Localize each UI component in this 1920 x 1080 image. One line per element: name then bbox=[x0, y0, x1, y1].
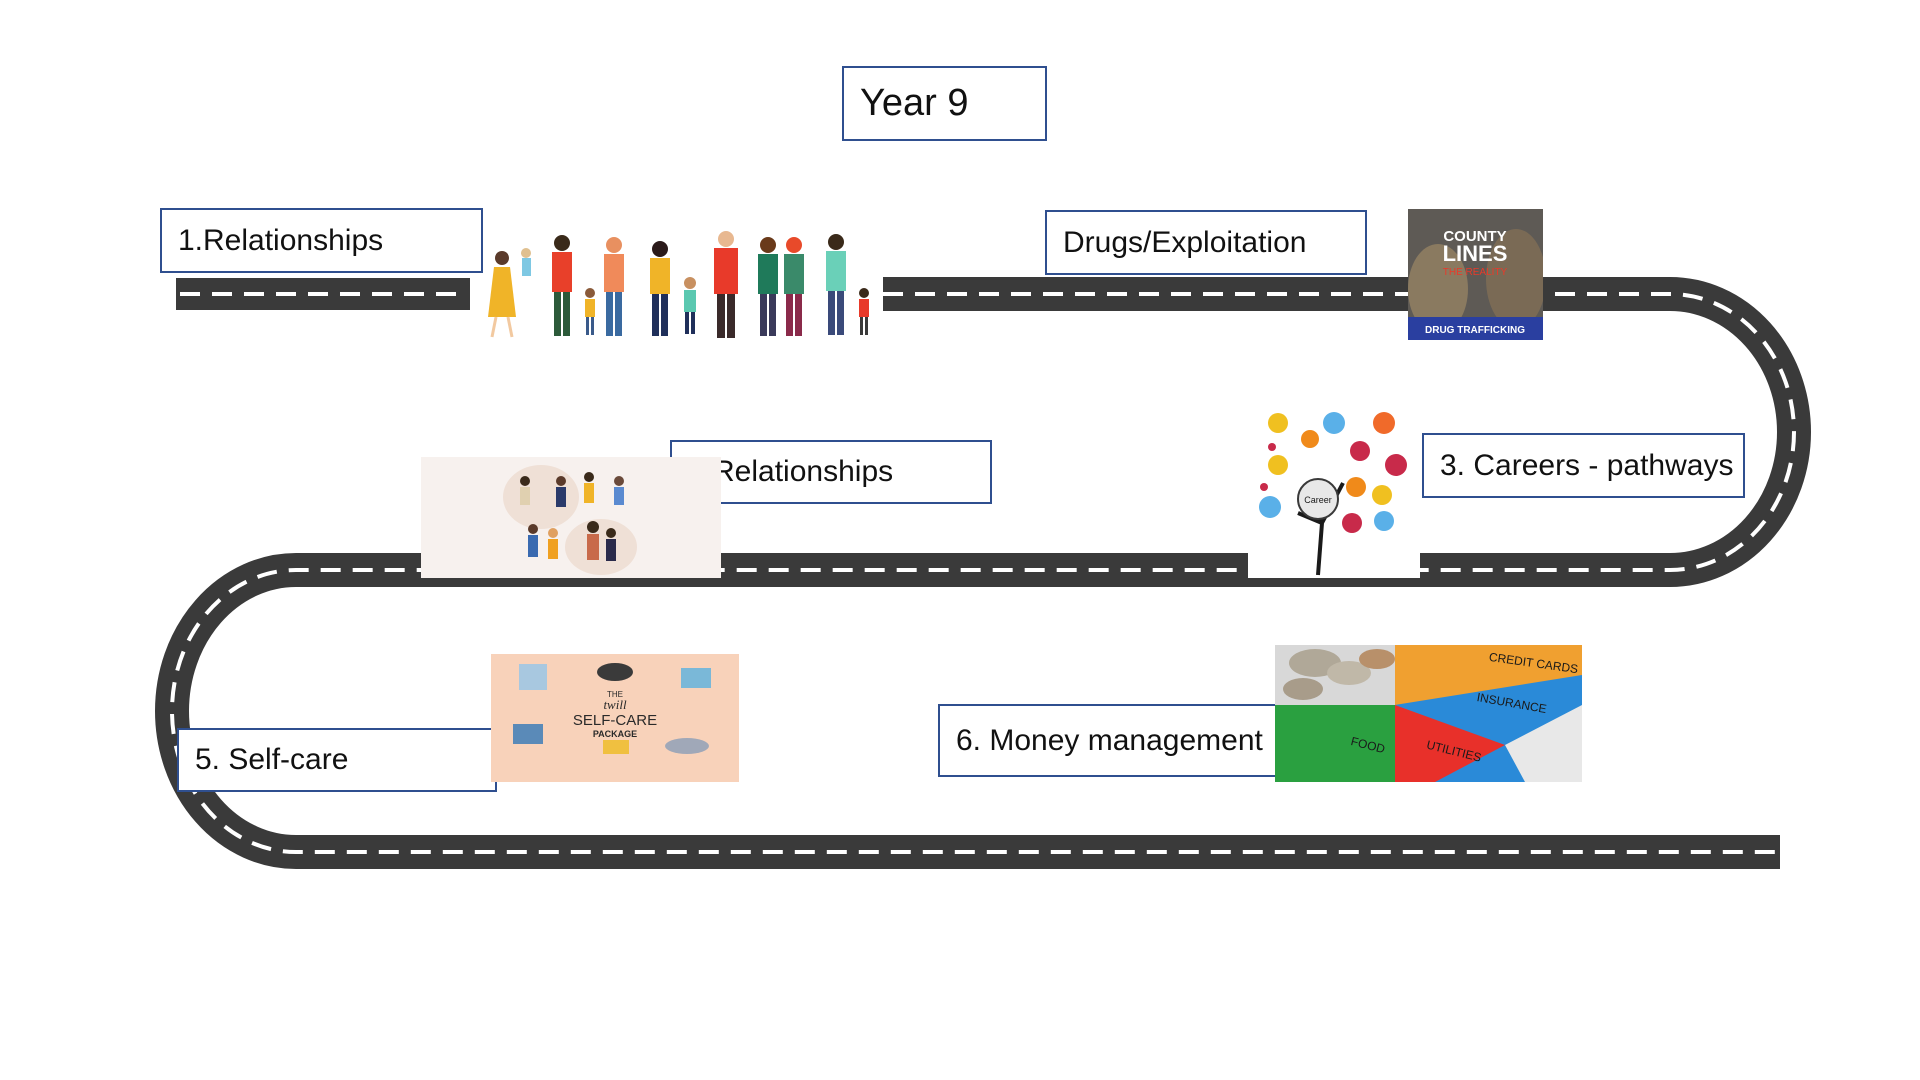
career-tree-image: Career bbox=[1248, 403, 1420, 578]
county-lines-image: COUNTY LINES THE REALITY DRUG TRAFFICKIN… bbox=[1408, 209, 1543, 340]
family-figures bbox=[488, 231, 869, 338]
money-chart-image: CREDIT CARDS INSURANCE UTILITIES FOOD bbox=[1275, 645, 1582, 782]
relationships-illustration bbox=[421, 457, 721, 578]
topic-label-text: 4.Relationships bbox=[688, 455, 894, 488]
page-title-text: Year 9 bbox=[860, 82, 969, 124]
county-lines-line1: COUNTY bbox=[1443, 228, 1506, 245]
county-lines-footer: DRUG TRAFFICKING bbox=[1425, 325, 1525, 336]
topic-label-self-care: 5. Self-care bbox=[177, 728, 497, 792]
topic-label-text: 3. Careers - pathways bbox=[1440, 448, 1734, 482]
topic-label-text: 6. Money management bbox=[956, 723, 1263, 757]
topic-label-relationships-1: 1.Relationships bbox=[160, 208, 483, 273]
self-care-line3: SELF-CARE bbox=[573, 712, 657, 729]
road-top-left bbox=[176, 278, 470, 310]
family-illustration bbox=[478, 225, 880, 343]
topic-label-text: Drugs/Exploitation bbox=[1063, 225, 1307, 259]
topic-label-text: 5. Self-care bbox=[195, 743, 349, 776]
self-care-line2: twill bbox=[603, 697, 627, 712]
topic-label-money-management: 6. Money management bbox=[938, 704, 1290, 777]
self-care-line1: THE bbox=[607, 690, 623, 699]
self-care-line4: PACKAGE bbox=[593, 729, 637, 739]
county-lines-line3: THE REALITY bbox=[1443, 267, 1508, 278]
topic-label-drugs-exploitation: Drugs/Exploitation bbox=[1045, 210, 1367, 275]
career-tree-center: Career bbox=[1304, 495, 1332, 505]
page-title: Year 9 bbox=[842, 66, 1047, 141]
topic-label-careers: 3. Careers - pathways bbox=[1422, 433, 1745, 498]
topic-label-text: 1.Relationships bbox=[178, 223, 384, 257]
topic-label-relationships-4: 4.Relationships bbox=[670, 440, 992, 504]
county-lines-line2: LINES bbox=[1443, 241, 1508, 266]
self-care-package-image: THE twill SELF-CARE PACKAGE bbox=[491, 654, 739, 782]
